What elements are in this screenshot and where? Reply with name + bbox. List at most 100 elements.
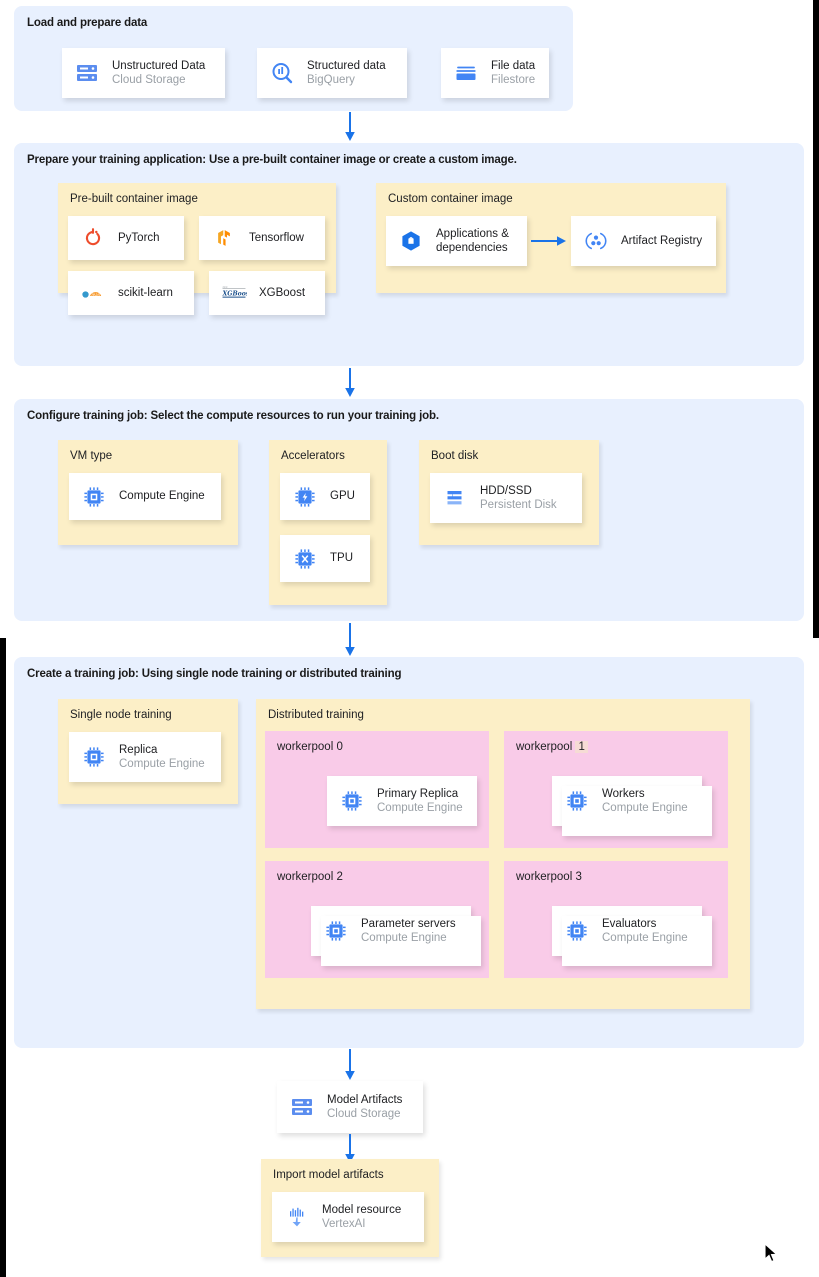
node-model-artifacts[interactable]: Model Artifacts Cloud Storage <box>277 1081 423 1133</box>
pytorch-icon <box>80 225 106 251</box>
node-gpu[interactable]: GPU <box>280 473 370 520</box>
node-title: Tensorflow <box>249 231 304 244</box>
compute-engine-icon <box>323 918 349 944</box>
svg-text:XGBoost: XGBoost <box>222 290 247 297</box>
node-subtitle: Cloud Storage <box>327 1108 401 1120</box>
workerpool-prefix: workerpool <box>516 741 573 753</box>
svg-text:dmlc: dmlc <box>223 286 229 289</box>
group-title: Boot disk <box>431 450 479 462</box>
node-xgboost[interactable]: dmlc XGBoost XGBoost <box>209 271 325 315</box>
node-title: Replica <box>119 744 158 756</box>
node-title: Parameter servers <box>361 918 456 930</box>
group-title: Accelerators <box>281 450 345 462</box>
node-title: File data <box>491 60 536 72</box>
node-title: Model Artifacts <box>327 1094 403 1106</box>
group-import-model-artifacts: Import model artifacts Model resource Ve… <box>261 1159 439 1257</box>
artifact-registry-icon <box>583 228 609 254</box>
workerpool-prefix: workerpool <box>277 741 334 753</box>
section-title: Create a training job: Using single node… <box>27 668 402 680</box>
cloud-storage-icon <box>289 1094 315 1120</box>
filestore-icon <box>453 60 479 86</box>
workerpool-label: workerpool 1 <box>516 741 588 753</box>
compute-engine-icon <box>81 484 107 510</box>
arrow-load-to-prepare <box>345 112 355 141</box>
group-pre-built-container-image: Pre-built container image PyTorch <box>58 183 336 315</box>
workerpool-label: workerpool 3 <box>516 871 582 883</box>
workerpool-index-highlighted: 1 <box>575 741 588 753</box>
window-edge-right <box>813 0 819 638</box>
node-title: Workers <box>602 788 645 800</box>
mouse-pointer <box>764 1243 778 1263</box>
svg-text:learn: learn <box>92 292 103 297</box>
node-hdd-ssd[interactable]: HDD/SSD Persistent Disk <box>430 473 582 523</box>
node-artifact-registry[interactable]: Artifact Registry <box>571 216 716 266</box>
node-model-resource[interactable]: Model resource VertexAI <box>272 1192 424 1242</box>
node-pytorch[interactable]: PyTorch <box>68 216 184 260</box>
bigquery-icon <box>269 60 295 86</box>
workerpool-2: workerpool 2 <box>265 861 489 978</box>
group-single-node-training: Single node training Replica Comp <box>58 699 238 804</box>
node-title: Evaluators <box>602 918 657 930</box>
node-title: scikit-learn <box>118 286 173 299</box>
node-compute-engine-vm[interactable]: Compute Engine <box>69 473 221 520</box>
compute-engine-icon <box>564 918 590 944</box>
node-tpu[interactable]: TPU <box>280 535 370 582</box>
tpu-icon <box>292 546 318 572</box>
group-title: Import model artifacts <box>273 1169 384 1181</box>
compute-engine-icon <box>339 788 365 814</box>
node-title: PyTorch <box>118 231 160 244</box>
tensorflow-icon <box>211 225 237 251</box>
section-create-training-job: Create a training job: Using single node… <box>14 657 804 1048</box>
workerpool-prefix: workerpool <box>516 871 573 883</box>
node-file-data[interactable]: File data Filestore <box>441 48 549 98</box>
node-title: Primary Replica <box>377 788 459 800</box>
arrow-model-artifacts-to-import <box>345 1134 355 1163</box>
workerpool-prefix: workerpool <box>277 871 334 883</box>
node-title: Compute Engine <box>119 490 205 502</box>
window-edge-left <box>0 638 6 1277</box>
node-subtitle: Compute Engine <box>602 802 688 814</box>
node-title: Artifact Registry <box>621 234 703 247</box>
node-subtitle: BigQuery <box>307 74 355 86</box>
node-scikit-learn[interactable]: learn scikit-learn <box>68 271 194 315</box>
node-subtitle: Cloud Storage <box>112 74 186 86</box>
node-subtitle: Compute Engine <box>377 802 463 814</box>
node-title: GPU <box>330 490 355 502</box>
scikit-learn-icon: learn <box>80 280 106 306</box>
node-workers[interactable]: Workers Compute Engine <box>552 776 712 836</box>
node-evaluators[interactable]: Evaluators Compute Engine <box>552 906 712 966</box>
node-replica[interactable]: Replica Compute Engine <box>69 732 221 782</box>
arrow-configure-to-create <box>345 623 355 656</box>
node-primary-replica[interactable]: Primary Replica Compute Engine <box>327 776 477 826</box>
vertex-ai-model-icon <box>284 1204 310 1230</box>
group-title: Pre-built container image <box>70 193 198 205</box>
node-applications-and-dependencies[interactable]: Applications & dependencies <box>386 216 527 266</box>
node-title: HDD/SSD <box>480 485 532 497</box>
group-accelerators: Accelerators GPU <box>269 440 387 605</box>
node-title: Unstructured Data <box>112 60 206 72</box>
workerpool-3: workerpool 3 <box>504 861 728 978</box>
node-title: Applications & dependencies <box>436 228 509 254</box>
group-title: VM type <box>70 450 113 462</box>
node-tensorflow[interactable]: Tensorflow <box>199 216 325 260</box>
node-title: TPU <box>330 552 353 564</box>
node-structured-data[interactable]: Structured data BigQuery <box>257 48 407 98</box>
persistent-disk-icon <box>442 485 468 511</box>
node-parameter-servers[interactable]: Parameter servers Compute Engine <box>311 906 481 966</box>
node-title: XGBoost <box>259 286 306 299</box>
container-icon <box>398 228 424 254</box>
group-vm-type: VM type Compute Engine <box>58 440 238 545</box>
workerpool-1: workerpool 1 <box>504 731 728 848</box>
section-configure-training-job: Configure training job: Select the compu… <box>14 399 804 621</box>
workerpool-index: 0 <box>336 741 343 753</box>
node-title: Model resource <box>322 1204 402 1216</box>
node-subtitle: Compute Engine <box>119 758 205 770</box>
node-subtitle: Compute Engine <box>361 932 447 944</box>
workerpool-index: 2 <box>336 871 343 883</box>
node-unstructured-data[interactable]: Unstructured Data Cloud Storage <box>62 48 225 98</box>
workerpool-label: workerpool 0 <box>277 741 343 753</box>
arrow-apps-to-artifact-registry <box>531 236 566 246</box>
gpu-icon <box>292 484 318 510</box>
node-subtitle: VertexAI <box>322 1218 366 1230</box>
node-subtitle: Compute Engine <box>602 932 688 944</box>
